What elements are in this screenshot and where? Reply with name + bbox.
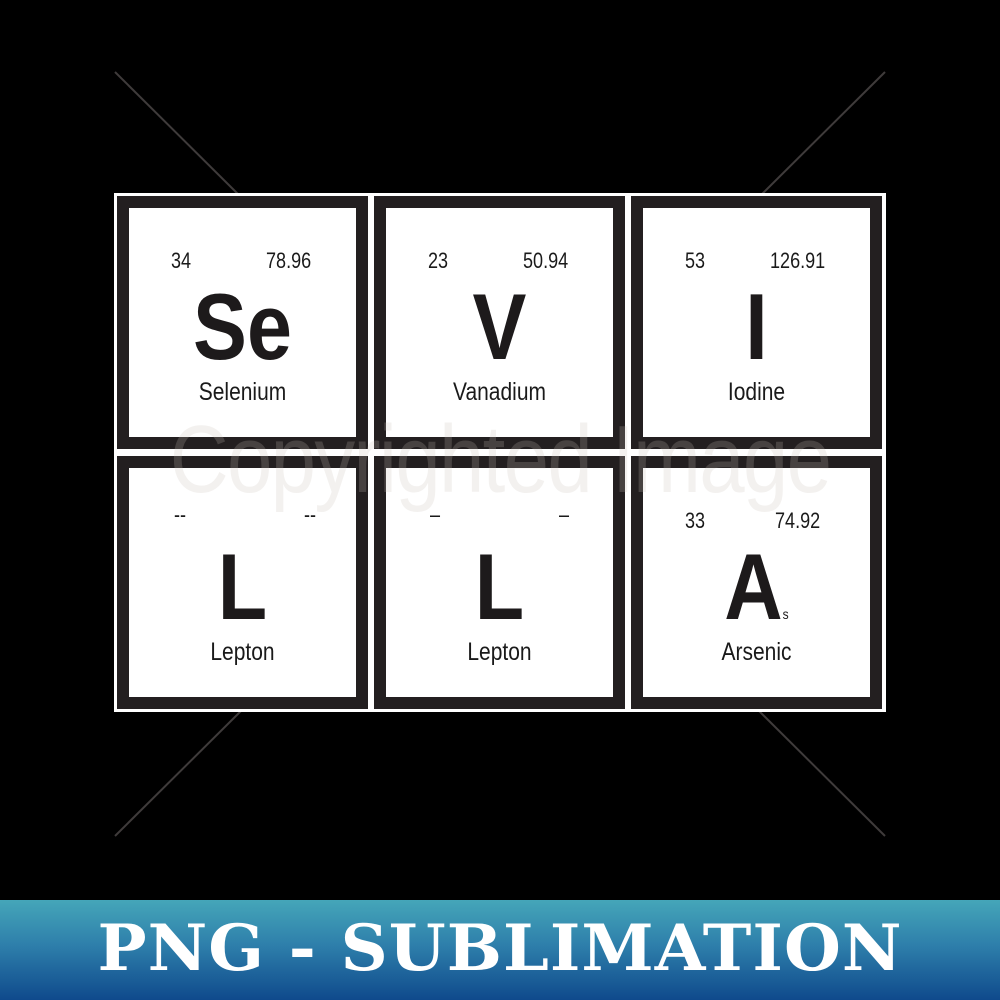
atomic-number: -- <box>174 502 187 527</box>
element-symbol: L <box>474 534 525 639</box>
periodic-word-frame: 34 78.96 Se Selenium 23 50.94 V Vanadium… <box>114 193 886 712</box>
symbol-subscript: s <box>782 606 789 622</box>
element-name: Arsenic <box>721 638 792 666</box>
banner-text: PNG - SUBLIMATION <box>97 911 903 986</box>
atomic-number: 34 <box>171 248 192 273</box>
element-name: Vanadium <box>452 378 547 406</box>
element-symbol: V <box>472 274 527 379</box>
png-sublimation-banner: PNG - SUBLIMATION <box>0 900 1000 1000</box>
element-tile-vanadium: 23 50.94 V Vanadium <box>374 196 625 449</box>
atomic-number: – <box>430 502 441 527</box>
element-symbol: As <box>724 534 789 639</box>
element-symbol: Se <box>193 274 292 379</box>
atomic-mass: 78.96 <box>266 248 312 273</box>
element-tile-lepton-1: -- -- L Lepton <box>117 456 368 709</box>
atomic-number: 23 <box>428 248 449 273</box>
element-tile-selenium: 34 78.96 Se Selenium <box>117 196 368 449</box>
atomic-number: 33 <box>685 508 706 533</box>
atomic-mass: 50.94 <box>523 248 569 273</box>
element-tile-arsenic: 33 74.92 As Arsenic <box>631 456 882 709</box>
atomic-number: 53 <box>685 248 706 273</box>
element-name: Iodine <box>727 378 786 406</box>
atomic-mass: -- <box>304 502 317 527</box>
element-symbol: L <box>217 534 268 639</box>
atomic-mass: 74.92 <box>775 508 821 533</box>
atomic-mass: – <box>559 502 570 527</box>
element-name: Lepton <box>210 638 275 666</box>
atomic-mass: 126.91 <box>770 248 826 273</box>
element-tile-iodine: 53 126.91 I Iodine <box>631 196 882 449</box>
element-name: Lepton <box>467 638 532 666</box>
element-symbol: I <box>745 274 768 379</box>
element-tile-lepton-2: – – L Lepton <box>374 456 625 709</box>
element-name: Selenium <box>198 378 287 406</box>
